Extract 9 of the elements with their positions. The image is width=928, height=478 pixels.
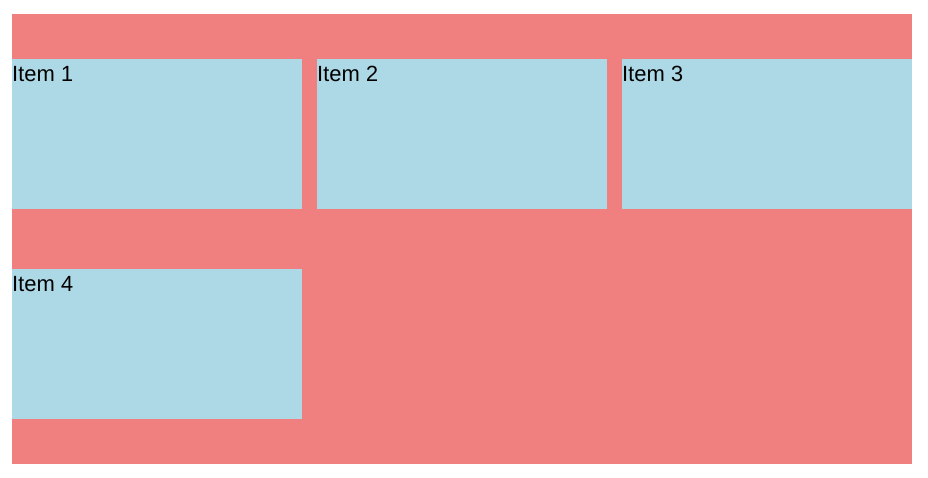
grid-item [317,59,607,209]
grid-item [12,59,302,209]
grid-item [12,269,302,419]
grid-container [12,14,912,464]
item-label: Item 2 [317,60,378,88]
item-label: Item 3 [622,60,684,88]
grid-item [622,59,912,209]
item-label: Item 1 [12,60,74,88]
item-label: Item 4 [12,270,74,298]
